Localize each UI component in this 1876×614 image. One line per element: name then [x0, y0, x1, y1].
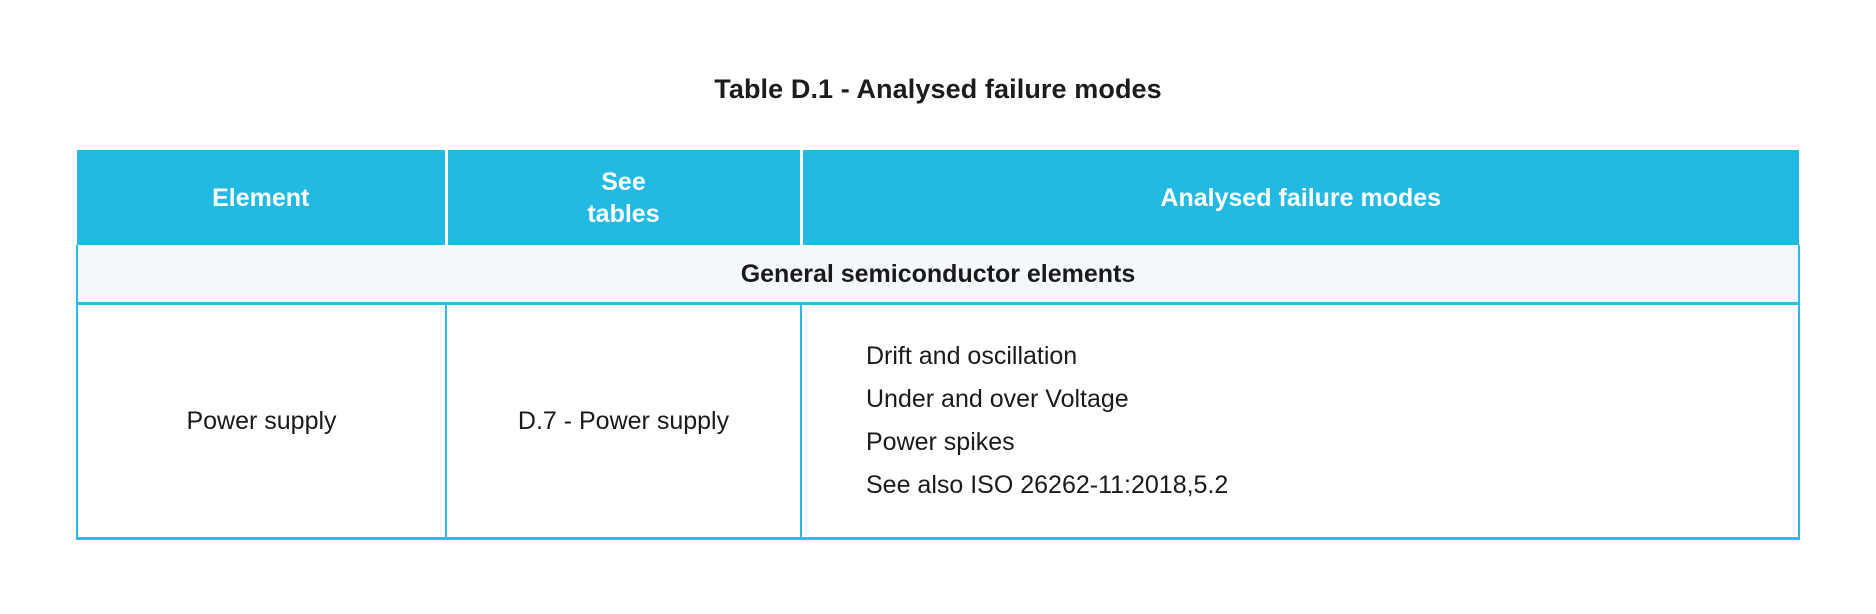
table-body: General semiconductor elements Power sup…: [76, 245, 1800, 540]
failure-modes-table: Element See tables Analysed failure mode…: [76, 150, 1800, 540]
column-header-analysed-failure-modes: Analysed failure modes: [801, 150, 1799, 246]
column-header-element: Element: [77, 150, 448, 246]
failure-mode-list: Drift and oscillation Under and over Vol…: [866, 335, 1780, 507]
table-header: Element See tables Analysed failure mode…: [77, 150, 1799, 246]
header-row: Element See tables Analysed failure mode…: [77, 150, 1799, 246]
section-row-general-semiconductor-elements: General semiconductor elements: [76, 245, 1800, 305]
cell-element: Power supply: [76, 303, 447, 540]
cell-analysed-failure-modes: Drift and oscillation Under and over Vol…: [800, 303, 1800, 540]
column-header-see-tables-line1: See: [601, 167, 646, 196]
failure-mode-item: Under and over Voltage: [866, 385, 1129, 413]
column-header-see-tables-line2: tables: [587, 199, 660, 228]
table-caption: Table D.1 - Analysed failure modes: [714, 74, 1162, 104]
failure-mode-item: Power spikes: [866, 428, 1015, 456]
cell-see-tables: D.7 - Power supply: [445, 303, 802, 540]
column-header-see-tables: See tables: [446, 150, 803, 246]
section-title: General semiconductor elements: [76, 245, 1800, 305]
failure-mode-item: See also ISO 26262-11:2018,5.2: [866, 471, 1229, 499]
table-row: Power supply D.7 - Power supply Drift an…: [76, 303, 1800, 540]
failure-mode-item: Drift and oscillation: [866, 342, 1078, 370]
failure-modes-table-container: Element See tables Analysed failure mode…: [76, 150, 1800, 540]
